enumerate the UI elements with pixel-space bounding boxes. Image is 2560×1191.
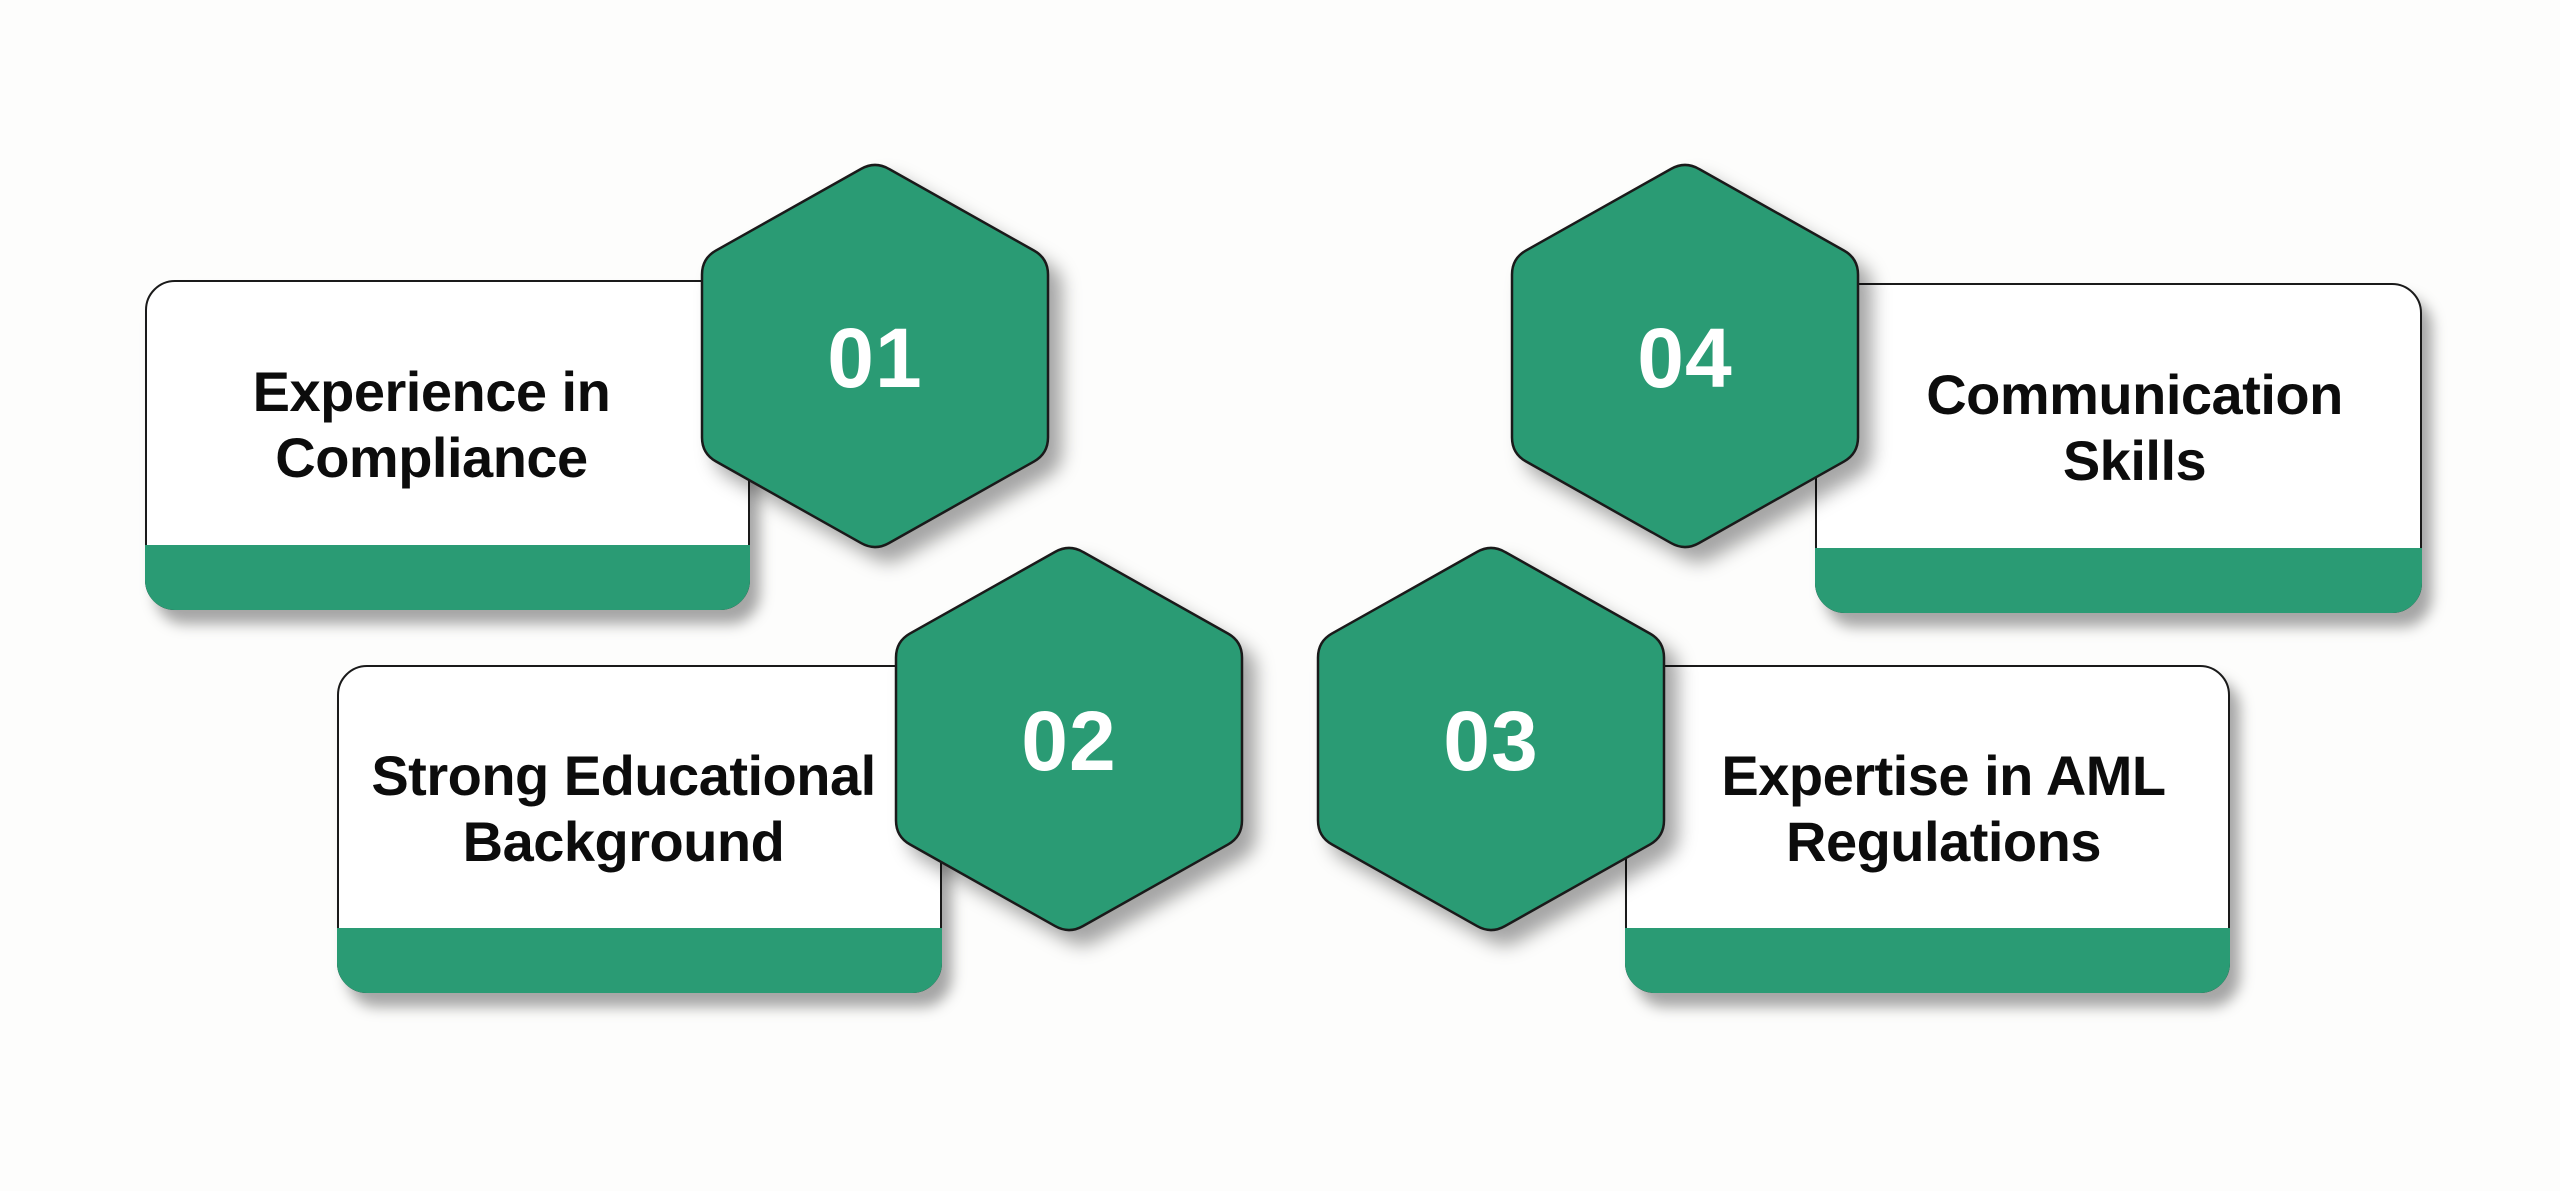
step-accent-bar-4	[1815, 548, 2422, 613]
step-card-3: Expertise in AML Regulations	[1625, 665, 2230, 993]
step-hexagon-badge-4: 04	[1510, 163, 1860, 549]
step-card-2: Strong Educational Background	[337, 665, 942, 993]
step-card-1: Experience in Compliance	[145, 280, 750, 610]
step-number-1: 01	[827, 311, 922, 405]
hexagon-shape	[894, 546, 1244, 932]
step-hexagon-badge-1: 01	[700, 163, 1050, 549]
step-accent-bar-2	[337, 928, 942, 993]
step-number-4: 04	[1637, 311, 1732, 405]
step-title-4: Communication Skills	[1926, 362, 2343, 492]
step-hexagon-badge-3: 03	[1316, 546, 1666, 932]
step-title-2: Strong Educational Background	[371, 743, 876, 873]
hexagon-shape	[1316, 546, 1666, 932]
step-number-2: 02	[1021, 694, 1116, 788]
step-card-4: Communication Skills	[1815, 283, 2422, 613]
step-title-1: Experience in Compliance	[252, 359, 611, 489]
hexagon-shape	[700, 163, 1050, 549]
step-number-3: 03	[1443, 694, 1538, 788]
step-accent-bar-1	[145, 545, 750, 610]
step-hexagon-badge-2: 02	[894, 546, 1244, 932]
hexagon-shape	[1510, 163, 1860, 549]
step-title-3: Expertise in AML Regulations	[1721, 743, 2166, 873]
step-accent-bar-3	[1625, 928, 2230, 993]
